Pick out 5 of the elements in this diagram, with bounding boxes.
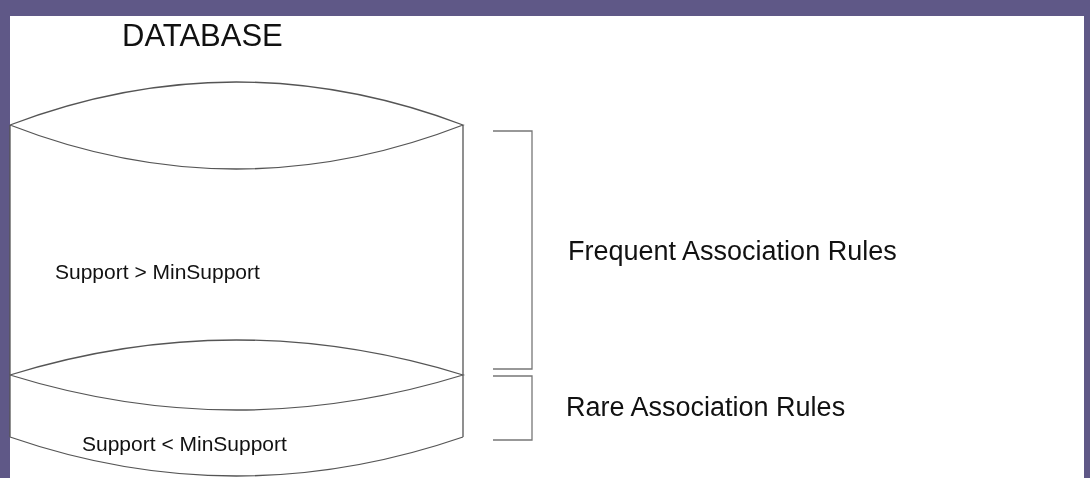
condition-text: Support < MinSupport bbox=[82, 432, 287, 456]
title: DATABASE bbox=[122, 18, 283, 54]
group-label: Rare Association Rules bbox=[566, 392, 846, 423]
group-label: Frequent Association Rules bbox=[568, 236, 897, 267]
condition-text: Support > MinSupport bbox=[55, 260, 260, 284]
